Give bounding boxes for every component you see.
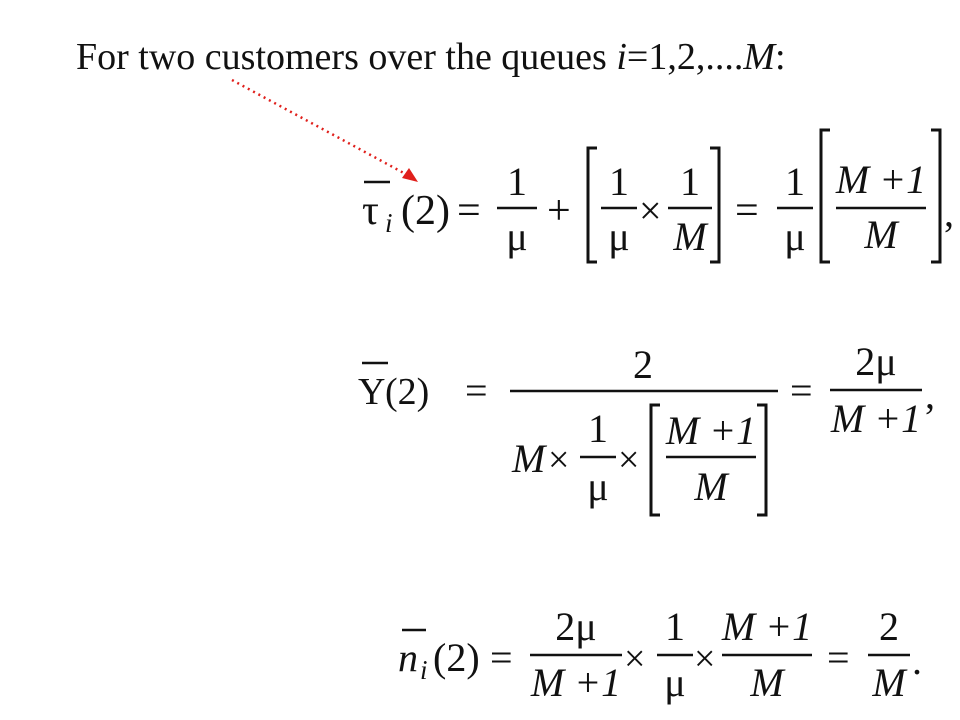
eq3-res-den: M [871, 660, 908, 705]
eq1-equals-2: = [735, 188, 759, 234]
eq3-trail: . [912, 638, 922, 683]
eq3-f3-den: M [749, 660, 786, 705]
eq3-lhs-sub: i [420, 655, 428, 685]
eq3-f2-num: 1 [665, 604, 685, 649]
heading-var-M: M [743, 36, 775, 78]
eq2-times: × [548, 439, 569, 481]
eq1-t4-den: M [863, 212, 900, 257]
eq3-lhs-symbol: n [398, 635, 418, 680]
eq2-lhs-arg: (2) [385, 371, 429, 413]
eq1-t2-den-a: μ [608, 214, 629, 259]
eq1-plus: + [547, 188, 571, 234]
equation-1: τ i (2) = 1 μ + 1 μ × 1 M = 1 μ M +1 M , [362, 128, 954, 264]
eq1-times: × [639, 188, 662, 233]
eq2-res-den: M +1 [830, 396, 921, 441]
eq2-den-M: M [511, 436, 548, 481]
eq3-times: × [624, 638, 645, 680]
eq2-den-frac-den: μ [587, 464, 608, 509]
eq1-t3-num: 1 [785, 159, 805, 204]
heading-var-i: i [616, 36, 627, 78]
eq3-res-num: 2 [879, 604, 899, 649]
eq2-den-br-num: M +1 [665, 408, 756, 453]
eq1-t3-den: μ [784, 214, 805, 259]
right-bracket [757, 403, 768, 517]
heading-line: For two customers over the queues i=1,2,… [76, 38, 786, 76]
eq3-f1-num: 2μ [555, 604, 596, 649]
eq1-t2-num-b: 1 [680, 159, 700, 204]
eq3-f2-den: μ [664, 660, 685, 705]
eq3-equals-2: = [827, 635, 850, 680]
eq1-lhs-arg: (2) [401, 188, 450, 234]
eq2-den-frac-num: 1 [588, 406, 608, 451]
eq3-f3-num: M +1 [721, 604, 812, 649]
eq1-lhs-sub: i [385, 208, 393, 238]
eq2-equals: = [465, 368, 488, 413]
eq1-t1-den: μ [506, 214, 527, 259]
eq1-t4-num: M +1 [835, 157, 926, 202]
left-bracket [586, 146, 597, 264]
eq1-equals: = [457, 188, 481, 234]
eq2-res-num: 2μ [855, 339, 896, 384]
eq1-t2-den-b: M [672, 214, 709, 259]
equation-2: Y (2) = 2 M × 1 μ × M +1 M = 2μ M +1 , [358, 339, 935, 517]
eq2-equals-2: = [790, 368, 813, 413]
heading-prefix: For two customers over the queues [76, 36, 617, 78]
heading-colon: : [775, 36, 786, 78]
right-bracket [710, 146, 721, 264]
equation-3: n i (2) = 2μ M +1 × 1 μ × M +1 M = 2 M . [398, 604, 922, 705]
eq2-num: 2 [633, 342, 653, 387]
eq2-lhs-symbol: Y [358, 371, 385, 413]
eq2-times-2: × [618, 439, 639, 481]
eq2-trail: , [925, 372, 935, 417]
left-bracket [819, 128, 830, 264]
eq1-t2-num-a: 1 [609, 159, 629, 204]
eq1-t1-num: 1 [507, 159, 527, 204]
eq1-trail: , [944, 190, 954, 235]
eq3-equals: = [490, 635, 513, 680]
heading-range: =1,2,.... [626, 36, 744, 78]
eq3-lhs-arg: (2) [433, 635, 480, 680]
left-bracket [649, 403, 660, 517]
right-bracket [931, 128, 942, 264]
eq2-den-br-den: M [693, 464, 730, 509]
eq3-times-2: × [694, 638, 715, 680]
eq3-f1-den: M +1 [530, 660, 621, 705]
eq1-lhs-symbol: τ [362, 188, 379, 234]
